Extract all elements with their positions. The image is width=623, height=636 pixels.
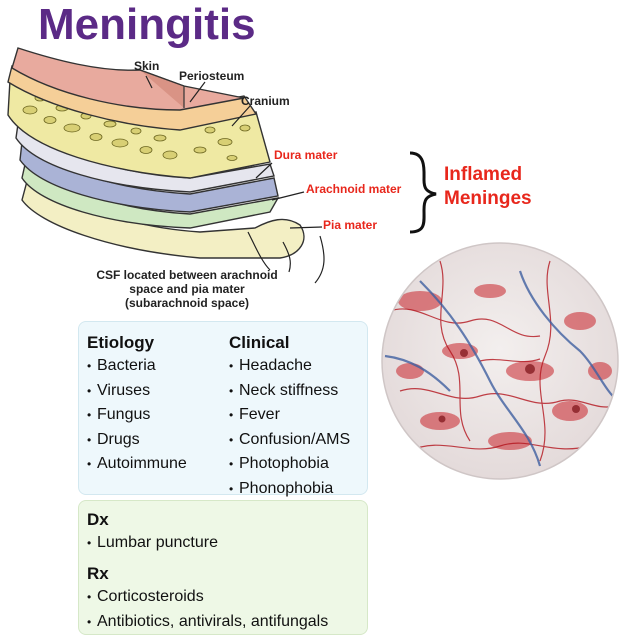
arachnoid-label: Arachnoid mater (306, 182, 402, 196)
list-item: Drugs (87, 428, 187, 453)
brace-icon (409, 151, 437, 234)
etiology-clinical-panel: Etiology Bacteria Viruses Fungus Drugs A… (78, 321, 368, 497)
rx-heading: Rx (87, 564, 109, 583)
cranium-label: Cranium (241, 94, 290, 108)
skin-label: Skin (134, 59, 160, 73)
list-item: Autoimmune (87, 452, 187, 477)
dura-label: Dura mater (274, 148, 338, 162)
pia-label: Pia mater (323, 218, 378, 232)
list-item: Phonophobia (229, 477, 350, 502)
list-item: Neck stiffness (229, 379, 350, 404)
csf-line-1: CSF located between arachnoid (96, 268, 278, 282)
clinical-heading: Clinical (229, 333, 290, 352)
list-item: Headache (229, 354, 350, 379)
csf-caption: CSF located between arachnoid space and … (92, 268, 282, 310)
page-title: Meningitis (38, 0, 256, 49)
etiology-heading: Etiology (87, 333, 155, 352)
inflamed-meninges-label: Inflamed Meninges (444, 163, 532, 211)
csf-line-2: space and pia mater (129, 282, 245, 296)
list-item: Confusion/AMS (229, 428, 350, 453)
list-item: Fungus (87, 403, 187, 428)
dx-rx-panel: Dx Lumbar puncture Rx Corticosteroids An… (78, 500, 368, 635)
dx-heading: Dx (87, 510, 109, 529)
periosteum-label: Periosteum (179, 69, 245, 83)
list-item: Corticosteroids (87, 585, 328, 610)
list-item: Viruses (87, 379, 187, 404)
cranium-spongy-bone (22, 94, 251, 161)
list-item: Antibiotics, antivirals, antifungals (87, 610, 328, 635)
list-item: Photophobia (229, 452, 350, 477)
csf-line-3: (subarachnoid space) (124, 296, 250, 310)
list-item: Fever (229, 403, 350, 428)
inflamed-line-1: Inflamed (444, 164, 523, 185)
rx-section: Rx Corticosteroids Antibiotics, antivira… (87, 563, 328, 634)
list-item: Lumbar puncture (87, 531, 218, 556)
clinical-column: Clinical Headache Neck stiffness Fever C… (229, 332, 350, 501)
dx-section: Dx Lumbar puncture (87, 509, 218, 556)
etiology-column: Etiology Bacteria Viruses Fungus Drugs A… (87, 332, 187, 477)
skin-layer (11, 47, 245, 111)
inflamed-brain-image (381, 242, 619, 480)
list-item: Bacteria (87, 354, 187, 379)
meninges-diagram (7, 47, 437, 284)
inflamed-line-2: Meninges (444, 188, 532, 209)
